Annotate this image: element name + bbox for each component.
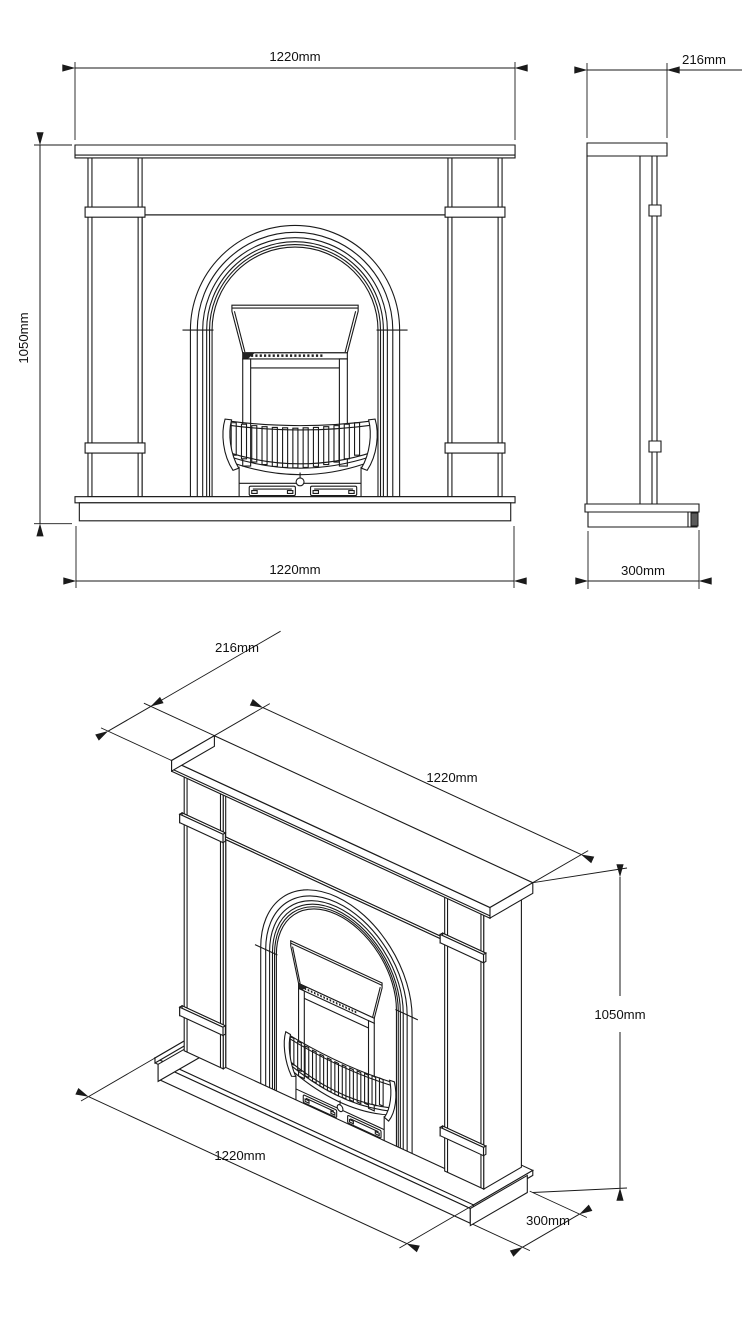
isometric-view: 216mm 1220mm 1050mm 1220mm 300mm	[75, 630, 646, 1257]
dim-iso-hearth-depth: 300mm	[472, 1190, 593, 1257]
dim-label-side-depth-bottom: 300mm	[621, 563, 665, 578]
dim-label-side-depth-top: 216mm	[682, 52, 726, 67]
dim-label-iso-height: 1050mm	[594, 1007, 645, 1022]
front-elevation-view: 1220mm 1050mm 1220mm	[16, 49, 528, 588]
dim-side-depth-top: 216mm	[574, 52, 742, 138]
dim-iso-width-top: 1220mm	[214, 699, 595, 884]
dim-label-front-height: 1050mm	[16, 312, 31, 363]
dim-label-iso-shelf-depth: 216mm	[215, 640, 259, 655]
dim-front-width-top: 1220mm	[62, 49, 528, 140]
side-elevation-view: 216mm 300mm	[574, 52, 742, 589]
dim-iso-shelf-depth: 216mm	[95, 630, 281, 761]
dim-front-width-bottom: 1220mm	[63, 526, 527, 588]
dim-label-iso-width-top: 1220mm	[426, 770, 477, 785]
dim-side-depth-bottom: 300mm	[575, 530, 712, 589]
pillar-block-facets	[180, 813, 486, 1156]
dim-label-front-width-top: 1220mm	[269, 49, 320, 64]
dim-label-front-width-bottom: 1220mm	[269, 562, 320, 577]
dim-label-iso-hearth-depth: 300mm	[526, 1213, 570, 1228]
dim-iso-width-bottom: 1220mm	[75, 1057, 474, 1253]
dim-label-iso-width-bottom: 1220mm	[214, 1148, 265, 1163]
dim-front-height: 1050mm	[16, 132, 72, 537]
dim-iso-height: 1050mm	[532, 864, 646, 1201]
hearth-back-edge-shade	[691, 513, 698, 526]
